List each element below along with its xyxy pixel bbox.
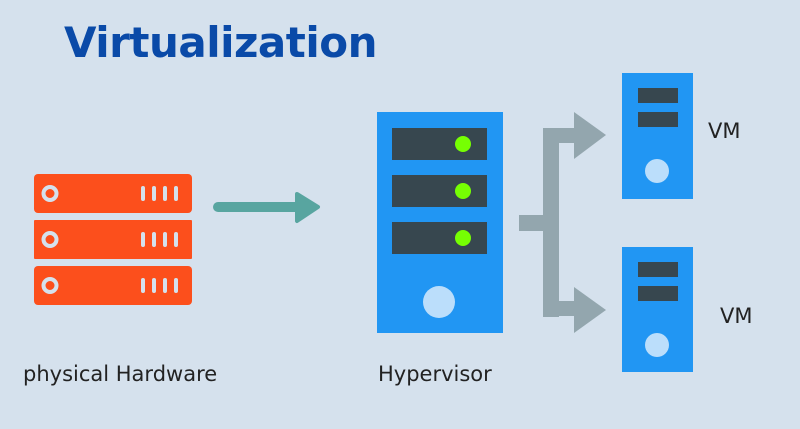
rack-unit (34, 266, 192, 305)
vm-tower-icon (622, 73, 693, 199)
physical-hardware-label: physical Hardware (23, 362, 218, 386)
hypervisor-label: Hypervisor (378, 362, 492, 386)
vm-label: VM (708, 119, 741, 143)
branch-arrow-icon (519, 112, 606, 333)
drive-bay (392, 222, 487, 254)
diagram-title: Virtualization (64, 18, 378, 67)
drive-bay (392, 175, 487, 207)
server-rack-icon (34, 174, 192, 305)
power-button (423, 286, 455, 318)
led-indicator (455, 183, 471, 199)
rack-unit (34, 174, 192, 213)
led-indicator (455, 136, 471, 152)
arrow-right-icon (213, 192, 320, 223)
rack-unit (34, 220, 192, 259)
drive-bay (392, 128, 487, 160)
vm-tower-icon (622, 247, 693, 372)
led-indicator (455, 230, 471, 246)
tower-server-icon (377, 112, 503, 333)
vm-label: VM (720, 304, 753, 328)
